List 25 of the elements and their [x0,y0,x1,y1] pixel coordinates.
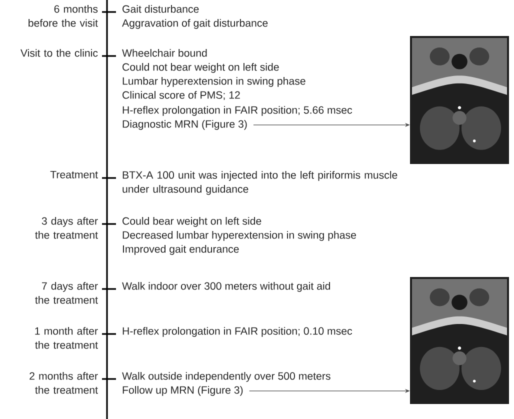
time-label: 2 months after the treatment [30,372,98,394]
timeline-entry: Could not bear weight on left side [122,63,279,73]
picture [410,36,509,164]
time-label: 1 month after the treatment [35,326,98,349]
timeline-entry: H-reflex prolongation in FAIR position; 0.10 msec [122,326,352,337]
time-label: 3 days after the treatment [35,217,98,239]
time-label: Treatment [50,171,98,178]
timeline-entry: Clinical score of PMS; 12 [122,91,240,100]
time-label: Visit to the clinic [20,49,98,57]
timeline-entry: Gait disturbance [122,5,199,13]
timeline-entry: Lumbar hyperextension in swing phase [122,77,306,87]
timeline-entry: Improved gait endurance [122,245,239,255]
timeline-entry: Could bear weight on left side [122,217,262,227]
time-label: 7 days after the treatment [35,282,98,304]
timeline-entry: Diagnostic MRN (Figure 3) [122,120,247,130]
timeline-entry: Follow up MRN (Figure 3) [122,386,243,396]
time-label: 6 months before the visit [28,5,98,27]
timeline-entry: Walk indoor over 300 meters without gait aid [122,282,330,292]
timeline-entry: Walk outside independently over 500 meters [122,372,330,382]
timeline-entry: Aggravation of gait disturbance [122,19,268,29]
timeline-entry: Decreased lumbar hyperextension in swing phase [122,231,356,241]
timeline-entry: H-reflex prolongation in FAIR position; 5.66 msec [122,106,352,116]
timeline-entry: BTX-A 100 unit was injected into the left piriformis muscle under ultrasound guidance [122,171,398,195]
timeline-entry: Wheelchair bound [122,49,207,57]
picture [410,277,509,404]
